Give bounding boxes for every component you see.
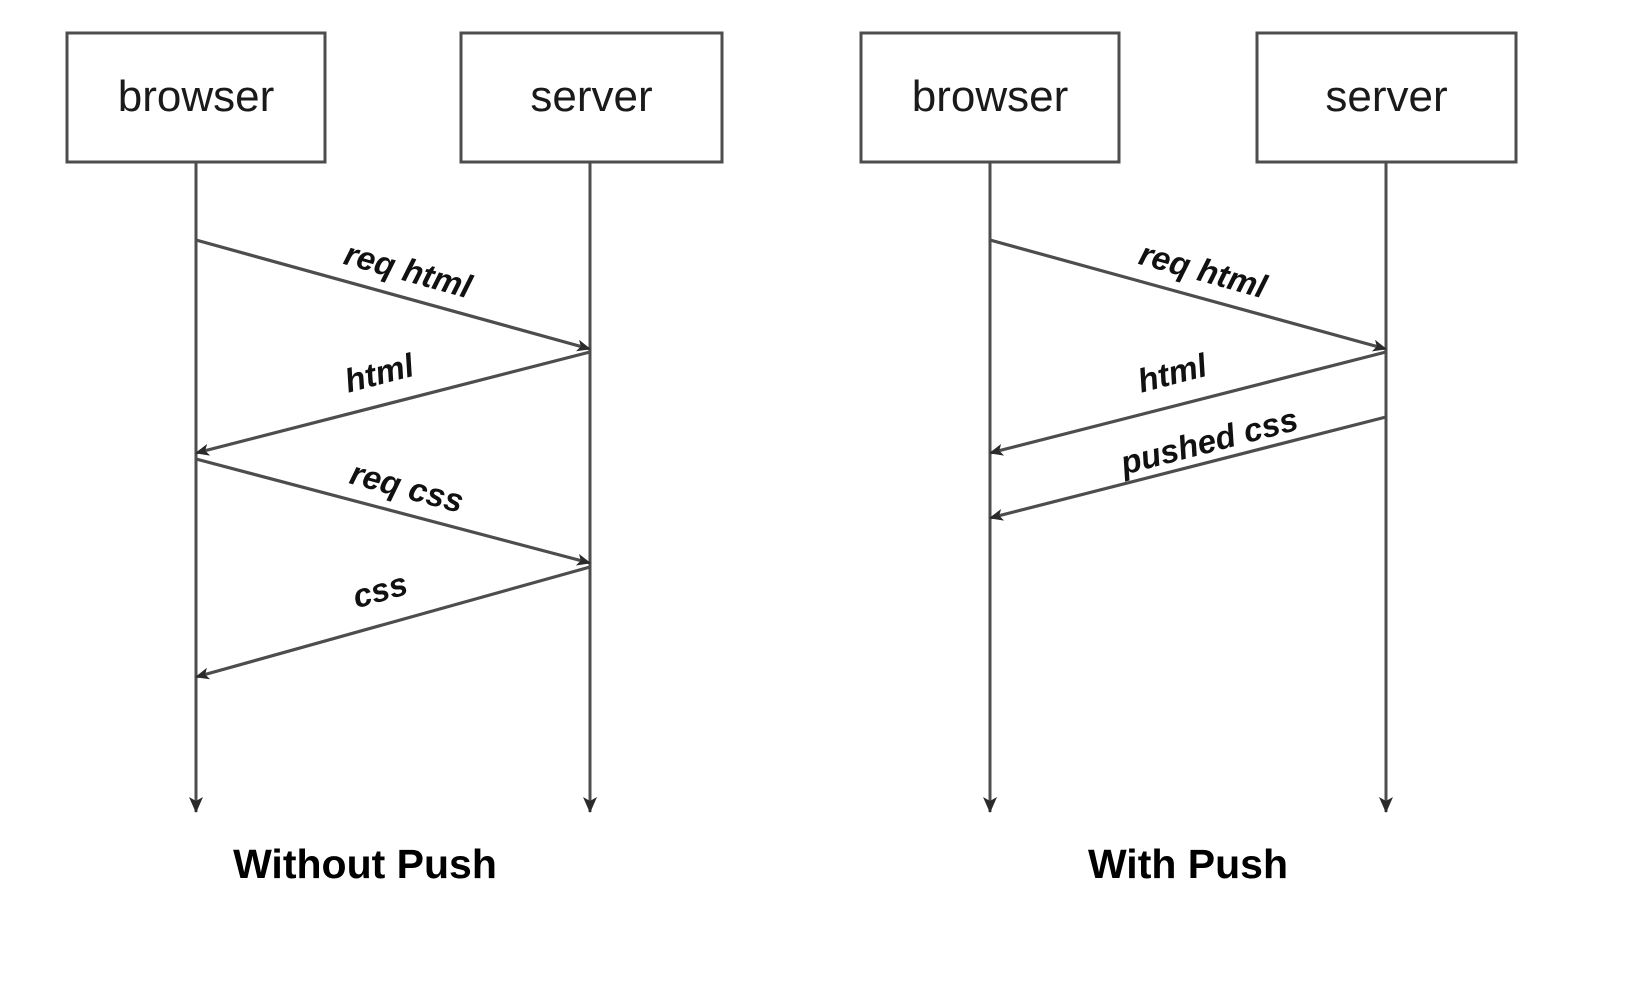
message-pushed-css[interactable]: pushed css	[989, 400, 1387, 521]
message-label-req-html: req html	[340, 235, 476, 306]
message-label-req-html: req html	[1135, 235, 1271, 306]
message-arrow-css[interactable]	[195, 565, 591, 680]
message-arrow-pushed-css[interactable]	[989, 415, 1387, 521]
message-html[interactable]: html	[195, 346, 591, 456]
message-req-html[interactable]: req html	[989, 235, 1387, 352]
participant-label-browser: browser	[912, 72, 1069, 121]
diagram-root: browser server req html html req css cssWitho…	[65, 31, 1518, 887]
message-arrow-req-html[interactable]	[989, 238, 1387, 352]
participant-label-server: server	[1325, 72, 1447, 121]
participant-box-browser[interactable]	[859, 31, 1121, 164]
participant-box-server[interactable]	[1255, 31, 1518, 164]
message-label-req-css: req css	[346, 454, 467, 520]
message-label-html: html	[341, 346, 419, 399]
participant-server[interactable]: server	[1255, 31, 1518, 164]
message-label-css: css	[348, 565, 411, 615]
message-arrow-req-css[interactable]	[195, 457, 591, 566]
participant-server[interactable]: server	[459, 31, 724, 164]
message-label-html: html	[1134, 346, 1212, 399]
participant-label-browser: browser	[118, 72, 275, 121]
participant-label-server: server	[530, 72, 652, 121]
participant-box-server[interactable]	[459, 31, 724, 164]
message-css[interactable]: css	[195, 565, 591, 680]
participant-browser[interactable]: browser	[65, 31, 327, 164]
panel-caption-without-push: Without Push	[233, 841, 497, 887]
message-arrow-html[interactable]	[195, 350, 591, 456]
message-arrow-req-html[interactable]	[195, 238, 591, 352]
message-req-css[interactable]: req css	[195, 454, 591, 566]
message-req-html[interactable]: req html	[195, 235, 591, 352]
participant-browser[interactable]: browser	[859, 31, 1121, 164]
message-arrow-html[interactable]	[989, 350, 1387, 456]
panel-caption-with-push: With Push	[1088, 841, 1288, 887]
participant-box-browser[interactable]	[65, 31, 327, 164]
diagram-panel-without-push: browser server req html html req css cssWitho…	[65, 31, 724, 887]
